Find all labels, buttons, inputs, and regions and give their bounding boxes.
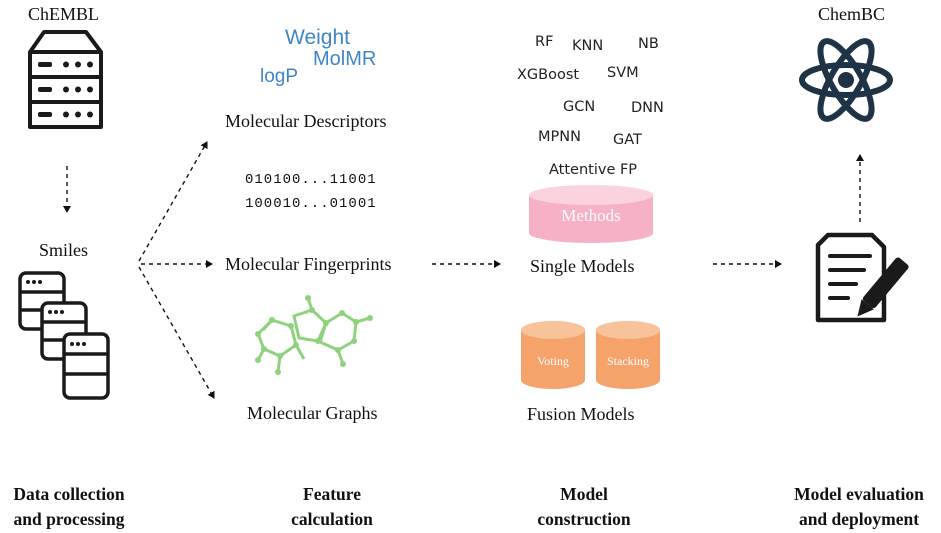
stage-feature-calculation-line1: Feature <box>303 484 361 504</box>
stage-data-collection: Data collection and processing <box>0 482 138 532</box>
descriptor-word-molmr: MolMR <box>313 48 377 70</box>
database-stack-icon <box>18 271 110 400</box>
stage-model-evaluation-line2: and deployment <box>798 509 920 529</box>
stage-data-collection-line1: Data collection <box>13 484 125 504</box>
algorithm-gat: GAT <box>613 132 642 148</box>
stage-data-collection-line2: and processing <box>13 509 125 529</box>
stage-feature-calculation: Feature calculation <box>262 482 402 532</box>
stage-model-evaluation: Model evaluation and deployment <box>779 482 939 532</box>
server-icon <box>28 30 103 129</box>
algorithm-dnn: DNN <box>631 100 664 116</box>
fingerprint-bits-2: 100010...01001 <box>245 196 377 212</box>
algorithm-svm: SVM <box>607 65 639 81</box>
stage-feature-calculation-line2: calculation <box>291 509 373 529</box>
algorithm-attentive-fp: Attentive FP <box>549 162 638 178</box>
algorithm-xgboost: XGBoost <box>517 67 580 83</box>
molecular-fingerprints-title: Molecular Fingerprints <box>225 254 392 274</box>
algorithm-rf: RF <box>535 34 554 50</box>
descriptor-word-weight: Weight <box>285 26 350 49</box>
algorithm-gcn: GCN <box>563 99 596 115</box>
voting-cylinder <box>521 321 585 389</box>
molecular-graphs-title: Molecular Graphs <box>247 403 378 423</box>
algorithm-nb: NB <box>638 36 659 52</box>
stage-model-evaluation-line1: Model evaluation <box>794 484 924 504</box>
chembl-label: ChEMBL <box>28 4 100 24</box>
methods-cylinder <box>529 185 653 243</box>
fingerprint-bits-1: 010100...11001 <box>245 172 377 188</box>
arrow-to-graphs <box>138 266 215 399</box>
descriptor-word-logp: logP <box>260 66 299 87</box>
atom-icon <box>799 38 893 122</box>
stage-model-construction-line1: Model <box>560 484 608 504</box>
arrow-to-descriptors <box>138 141 208 262</box>
fusion-models-title: Fusion Models <box>527 404 635 424</box>
document-pen-icon <box>815 232 909 323</box>
methods-label: Methods <box>561 206 621 225</box>
stacking-label: Stacking <box>607 354 649 368</box>
stage-model-construction-line2: construction <box>537 509 631 529</box>
stage-model-construction: Model construction <box>514 482 654 532</box>
algorithm-mpnn: MPNN <box>538 129 581 145</box>
molecular-descriptors-title: Molecular Descriptors <box>225 111 387 131</box>
smiles-label: Smiles <box>39 240 89 260</box>
single-models-title: Single Models <box>530 256 635 276</box>
molecular-graph-icon <box>255 295 373 375</box>
stacking-cylinder <box>596 321 660 389</box>
voting-label: Voting <box>537 354 569 368</box>
algorithm-knn: KNN <box>572 38 604 54</box>
chembc-label: ChemBC <box>818 4 886 24</box>
